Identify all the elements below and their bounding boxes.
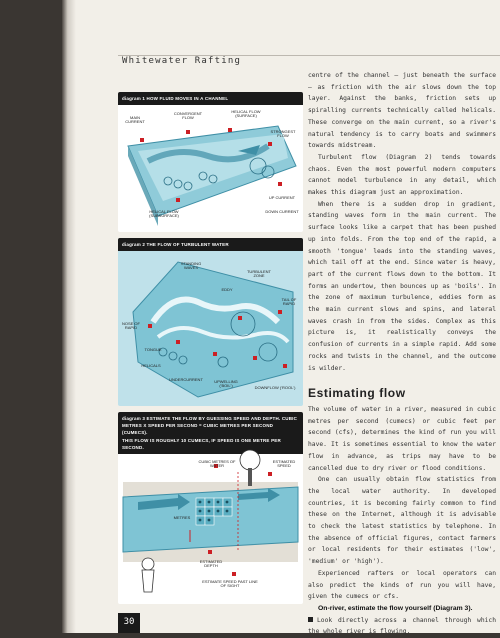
- diagram-1: diagram 1 HOW FLUID MOVES IN A CHANNEL M…: [118, 92, 303, 232]
- section-heading: Estimating flow: [308, 386, 406, 401]
- label-tail-of-rapid: TAIL OF RAPID: [281, 297, 297, 307]
- label-standing-waves: STANDING WAVES: [180, 261, 202, 271]
- label-estimated-speed: ESTIMATED SPEED: [272, 459, 296, 469]
- diagram-3-illustration: [122, 449, 299, 593]
- diagram-3-caption: diagram 3 ESTIMATE THE FLOW BY GUESSING …: [118, 412, 303, 454]
- bold-instruction: On-river, estimate the flow yourself (Di…: [318, 604, 473, 612]
- diagram-3: diagram 3 ESTIMATE THE FLOW BY GUESSING …: [118, 412, 303, 604]
- label-estimated-depth: ESTIMATED DEPTH: [199, 559, 223, 569]
- label-helical-surface: HELICAL FLOW (SURFACE): [231, 109, 261, 119]
- diagram-3-caption-line-1: diagram 3 ESTIMATE THE FLOW BY GUESSING …: [122, 416, 298, 421]
- label-nose-of-rapid: NOSE OF RAPID: [121, 321, 140, 331]
- diagram-3-caption-line-3: THIS FLOW IS ROUGHLY 10 CUMECS, IF SPEED…: [122, 437, 281, 450]
- diagram-2: diagram 2 THE FLOW OF TURBULENT WATER ST…: [118, 238, 303, 406]
- diagram-1-illustration: [127, 125, 297, 226]
- diagram-1-caption: diagram 1 HOW FLUID MOVES IN A CHANNEL: [118, 92, 303, 106]
- label-downflow: DOWNFLOW ('ROOL'): [254, 385, 296, 390]
- bullet-text: Look directly across a channel through w…: [308, 616, 496, 636]
- paragraph: The volume of water in a river, measured…: [308, 405, 496, 472]
- book-gutter: [62, 0, 76, 633]
- label-speed-past-line: ESTIMATE SPEED PAST LINE OF SIGHT: [202, 579, 258, 589]
- body-text-column: centre of the channel — just beneath the…: [308, 70, 496, 638]
- bullet-icon: [308, 617, 313, 623]
- label-cubic-metres: CUBIC METRES OF WATER: [198, 459, 236, 469]
- label-metres: METRES: [173, 515, 191, 520]
- label-down-current: DOWN CURRENT: [265, 209, 299, 214]
- label-helical-subsurface: HELICAL FLOW (SUBSURFACE): [149, 209, 179, 219]
- label-eddy: EDDY: [221, 287, 233, 292]
- paragraph: Experienced rafters or local operators c…: [308, 569, 496, 601]
- paragraph: When there is a sudden drop in gradient,…: [308, 200, 496, 372]
- label-strongest-flow: STRONGEST FLOW: [270, 129, 296, 139]
- header-rule: [118, 55, 500, 56]
- page-number: 30: [118, 613, 140, 633]
- label-convergent-flow: CONVERGENT FLOW: [173, 111, 203, 121]
- diagram-3-caption-line-2: METRES X SPEED PER SECOND = CUBIC METRES…: [122, 423, 274, 436]
- diagram-2-caption: diagram 2 THE FLOW OF TURBULENT WATER: [118, 238, 303, 252]
- paragraph: Turbulent flow (Diagram 2) tends towards…: [308, 153, 496, 197]
- diagram-2-illustration: [132, 261, 294, 398]
- label-undercurrent: UNDERCURRENT: [169, 377, 203, 382]
- label-upwelling: UPWELLING ('BOIL'): [214, 379, 238, 389]
- running-header: Whitewater Rafting: [122, 56, 242, 66]
- label-main-current: MAIN CURRENT: [125, 115, 145, 125]
- paragraph: One can usually obtain flow statistics f…: [308, 476, 496, 566]
- paragraph: centre of the channel — just beneath the…: [308, 72, 496, 150]
- label-tongue: TONGUE: [144, 347, 162, 352]
- label-up-current: UP CURRENT: [268, 195, 296, 200]
- label-turbulent-zone: TURBULENT ZONE: [246, 269, 271, 279]
- bullet-item: Look directly across a channel through w…: [308, 615, 496, 638]
- label-helicals: HELICALS: [141, 363, 161, 368]
